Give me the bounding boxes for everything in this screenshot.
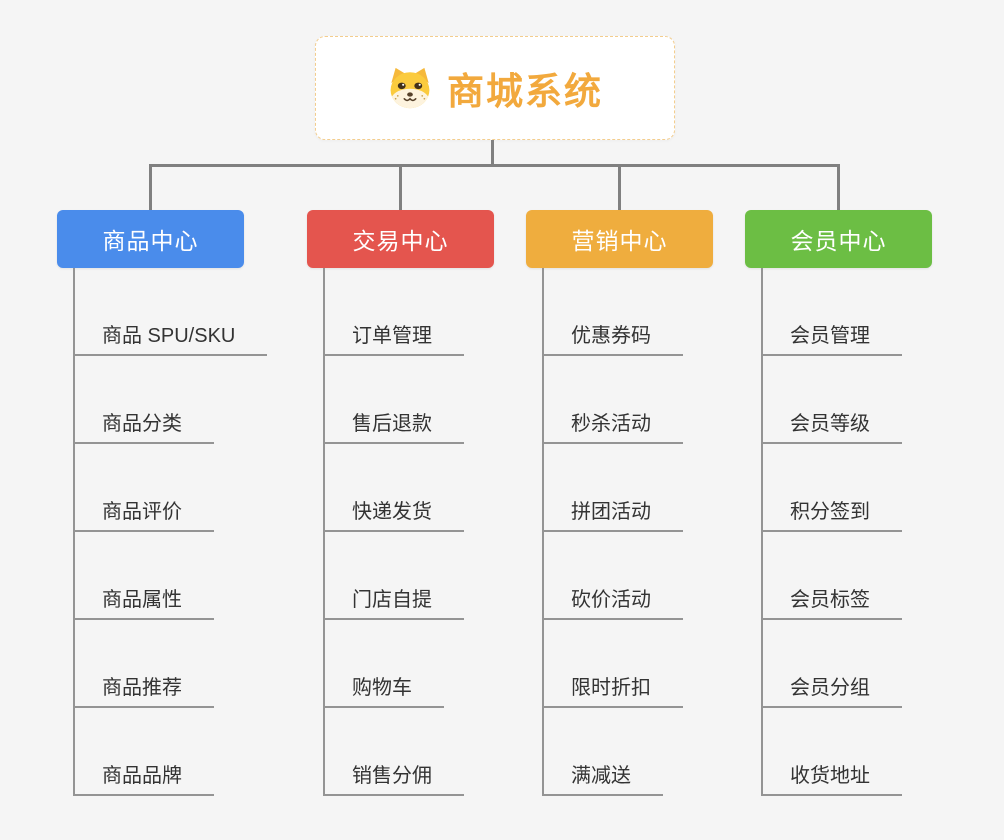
leaf-node-member-group[interactable]: 会员分组 bbox=[763, 620, 902, 708]
leaf-label: 商品评价 bbox=[102, 501, 182, 523]
branch-column-product-center: 商品中心 商品 SPU/SKU 商品分类 商品评价 商品属性 商品推荐 商品品牌 bbox=[57, 210, 268, 796]
leaf-label: 商品品牌 bbox=[102, 765, 182, 787]
branch-label: 营销中心 bbox=[571, 228, 668, 254]
leaf-label: 商品 SPU/SKU bbox=[102, 325, 236, 347]
leaf-label: 会员管理 bbox=[790, 325, 870, 347]
branch-label: 交易中心 bbox=[352, 228, 449, 254]
leaf-node-member-management[interactable]: 会员管理 bbox=[763, 268, 902, 356]
leaf-node-product-recommend[interactable]: 商品推荐 bbox=[75, 620, 214, 708]
leaf-node-member-level[interactable]: 会员等级 bbox=[763, 356, 902, 444]
root-node-title: 商城系统 bbox=[447, 71, 603, 112]
leaf-label: 快递发货 bbox=[352, 501, 432, 523]
leaf-label: 售后退款 bbox=[352, 413, 432, 435]
leaf-node-shipping-address[interactable]: 收货地址 bbox=[763, 708, 902, 796]
leaf-node-group-buy[interactable]: 拼团活动 bbox=[544, 444, 683, 532]
branch-node-product-center[interactable]: 商品中心 bbox=[57, 210, 244, 268]
connector-stub-trade bbox=[399, 164, 402, 211]
leaf-node-aftersale-refund[interactable]: 售后退款 bbox=[325, 356, 464, 444]
branch-node-marketing-center[interactable]: 营销中心 bbox=[526, 210, 713, 268]
leaf-label: 门店自提 bbox=[352, 589, 432, 611]
connector-stub-member bbox=[837, 164, 840, 211]
connector-stub-product bbox=[149, 164, 152, 211]
leaf-node-product-brand[interactable]: 商品品牌 bbox=[75, 708, 214, 796]
shiba-dog-icon bbox=[390, 67, 430, 109]
leaf-node-points-checkin[interactable]: 积分签到 bbox=[763, 444, 902, 532]
leaf-node-express-shipping[interactable]: 快递发货 bbox=[325, 444, 464, 532]
leaf-label: 会员标签 bbox=[790, 589, 870, 611]
leaf-label: 商品属性 bbox=[102, 589, 182, 611]
leaf-label: 商品推荐 bbox=[102, 677, 182, 699]
branch-column-trade-center: 交易中心 订单管理 售后退款 快递发货 门店自提 购物车 销售分佣 bbox=[307, 210, 494, 796]
leaf-label: 拼团活动 bbox=[571, 501, 651, 523]
leaf-label: 限时折扣 bbox=[571, 677, 651, 699]
branch-children: 订单管理 售后退款 快递发货 门店自提 购物车 销售分佣 bbox=[323, 268, 494, 796]
branch-column-marketing-center: 营销中心 优惠券码 秒杀活动 拼团活动 砍价活动 限时折扣 满减送 bbox=[526, 210, 713, 796]
branch-children: 会员管理 会员等级 积分签到 会员标签 会员分组 收货地址 bbox=[761, 268, 932, 796]
leaf-node-product-attribute[interactable]: 商品属性 bbox=[75, 532, 214, 620]
branch-column-member-center: 会员中心 会员管理 会员等级 积分签到 会员标签 会员分组 收货地址 bbox=[745, 210, 932, 796]
leaf-label: 秒杀活动 bbox=[571, 413, 651, 435]
leaf-node-shopping-cart[interactable]: 购物车 bbox=[325, 620, 444, 708]
leaf-label: 满减送 bbox=[571, 765, 631, 787]
branch-node-member-center[interactable]: 会员中心 bbox=[745, 210, 932, 268]
leaf-label: 商品分类 bbox=[102, 413, 182, 435]
branch-label: 会员中心 bbox=[790, 228, 887, 254]
leaf-label: 会员分组 bbox=[790, 677, 870, 699]
branch-children: 商品 SPU/SKU 商品分类 商品评价 商品属性 商品推荐 商品品牌 bbox=[73, 268, 268, 796]
branch-label: 商品中心 bbox=[102, 228, 199, 254]
branch-node-trade-center[interactable]: 交易中心 bbox=[307, 210, 494, 268]
leaf-node-full-reduction[interactable]: 满减送 bbox=[544, 708, 663, 796]
leaf-node-sales-commission[interactable]: 销售分佣 bbox=[325, 708, 464, 796]
leaf-node-product-review[interactable]: 商品评价 bbox=[75, 444, 214, 532]
connector-horizontal-rail bbox=[149, 164, 840, 167]
leaf-label: 销售分佣 bbox=[352, 765, 432, 787]
leaf-label: 砍价活动 bbox=[571, 589, 651, 611]
leaf-label: 订单管理 bbox=[352, 325, 432, 347]
leaf-node-store-pickup[interactable]: 门店自提 bbox=[325, 532, 464, 620]
leaf-node-product-spu-sku[interactable]: 商品 SPU/SKU bbox=[75, 268, 268, 356]
leaf-node-coupon-code[interactable]: 优惠券码 bbox=[544, 268, 683, 356]
leaf-node-limited-time-discount[interactable]: 限时折扣 bbox=[544, 620, 683, 708]
root-node-mall-system[interactable]: 商城系统 bbox=[315, 36, 675, 140]
leaf-label: 会员等级 bbox=[790, 413, 870, 435]
leaf-label: 积分签到 bbox=[790, 501, 870, 523]
leaf-node-flash-sale[interactable]: 秒杀活动 bbox=[544, 356, 683, 444]
leaf-label: 优惠券码 bbox=[571, 325, 651, 347]
branch-children: 优惠券码 秒杀活动 拼团活动 砍价活动 限时折扣 满减送 bbox=[542, 268, 713, 796]
leaf-label: 收货地址 bbox=[790, 765, 870, 787]
connector-root-stub bbox=[491, 140, 494, 166]
connector-stub-marketing bbox=[618, 164, 621, 211]
leaf-node-bargain-activity[interactable]: 砍价活动 bbox=[544, 532, 683, 620]
leaf-node-order-management[interactable]: 订单管理 bbox=[325, 268, 464, 356]
leaf-node-product-category[interactable]: 商品分类 bbox=[75, 356, 214, 444]
leaf-node-member-tag[interactable]: 会员标签 bbox=[763, 532, 902, 620]
leaf-label: 购物车 bbox=[352, 677, 412, 699]
